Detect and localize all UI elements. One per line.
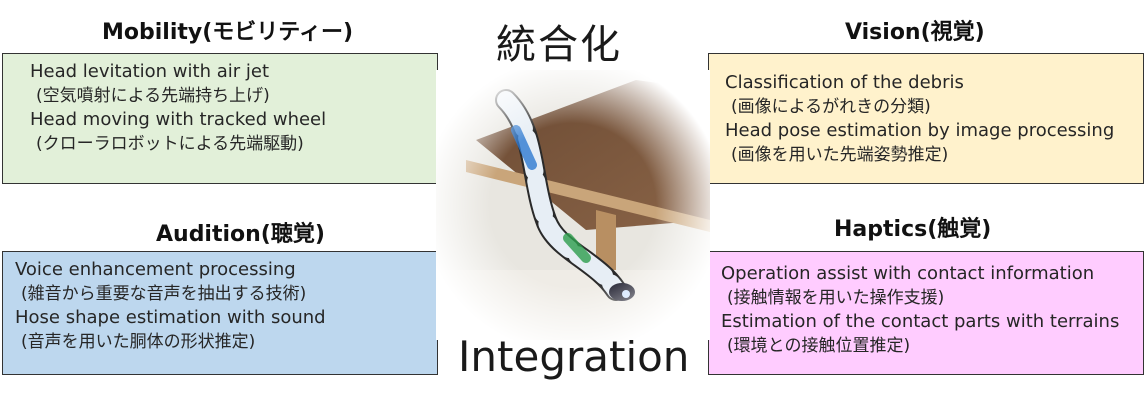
integration-title-en: Integration: [458, 332, 690, 381]
vision-heading: Vision(視覚): [845, 20, 985, 45]
audition-item-2-ja: (音声を用いた胴体の形状推定): [21, 332, 256, 353]
audition-box: Voice enhancement processing (雑音から重要な音声を…: [2, 251, 438, 375]
mobility-heading: Mobility(モビリティー): [102, 20, 354, 45]
vision-item-1-ja: (画像によるがれきの分類): [731, 96, 931, 117]
audition-item-1-ja: (雑音から重要な音声を抽出する技術): [21, 283, 307, 304]
haptics-item-1-en: Operation assist with contact informatio…: [721, 263, 1095, 284]
vision-item-2-ja: (画像を用いた先端姿勢推定): [731, 145, 949, 166]
mobility-item-2-en: Head moving with tracked wheel: [30, 109, 327, 131]
vision-item-1-en: Classification of the debris: [725, 72, 964, 93]
vision-box: Classification of the debris (画像によるがれきの分…: [708, 53, 1144, 184]
mobility-item-1-en: Head levitation with air jet: [30, 61, 270, 82]
audition-heading: Audition(聴覚): [156, 222, 325, 247]
audition-item-1-en: Voice enhancement processing: [15, 259, 296, 280]
haptics-item-2-en: Estimation of the contact parts with ter…: [721, 311, 1120, 333]
audition-item-2-en: Hose shape estimation with sound: [15, 307, 326, 329]
haptics-box: Operation assist with contact informatio…: [708, 251, 1144, 375]
mobility-item-2-ja: (クローラロボットによる先端駆動): [36, 134, 304, 155]
haptics-item-2-ja: (環境との接触位置推定): [727, 336, 911, 357]
mobility-box: Head levitation with air jet (空気噴射による先端持…: [2, 53, 438, 184]
haptics-item-1-ja: (接触情報を用いた操作支援): [727, 287, 945, 308]
robot-photo: [436, 70, 710, 340]
integration-title-ja: 統合化: [496, 22, 622, 68]
haptics-heading: Haptics(触覚): [834, 217, 992, 242]
mobility-item-1-ja: (空気噴射による先端持ち上げ): [36, 85, 270, 106]
vision-item-2-en: Head pose estimation by image processing: [725, 120, 1115, 142]
